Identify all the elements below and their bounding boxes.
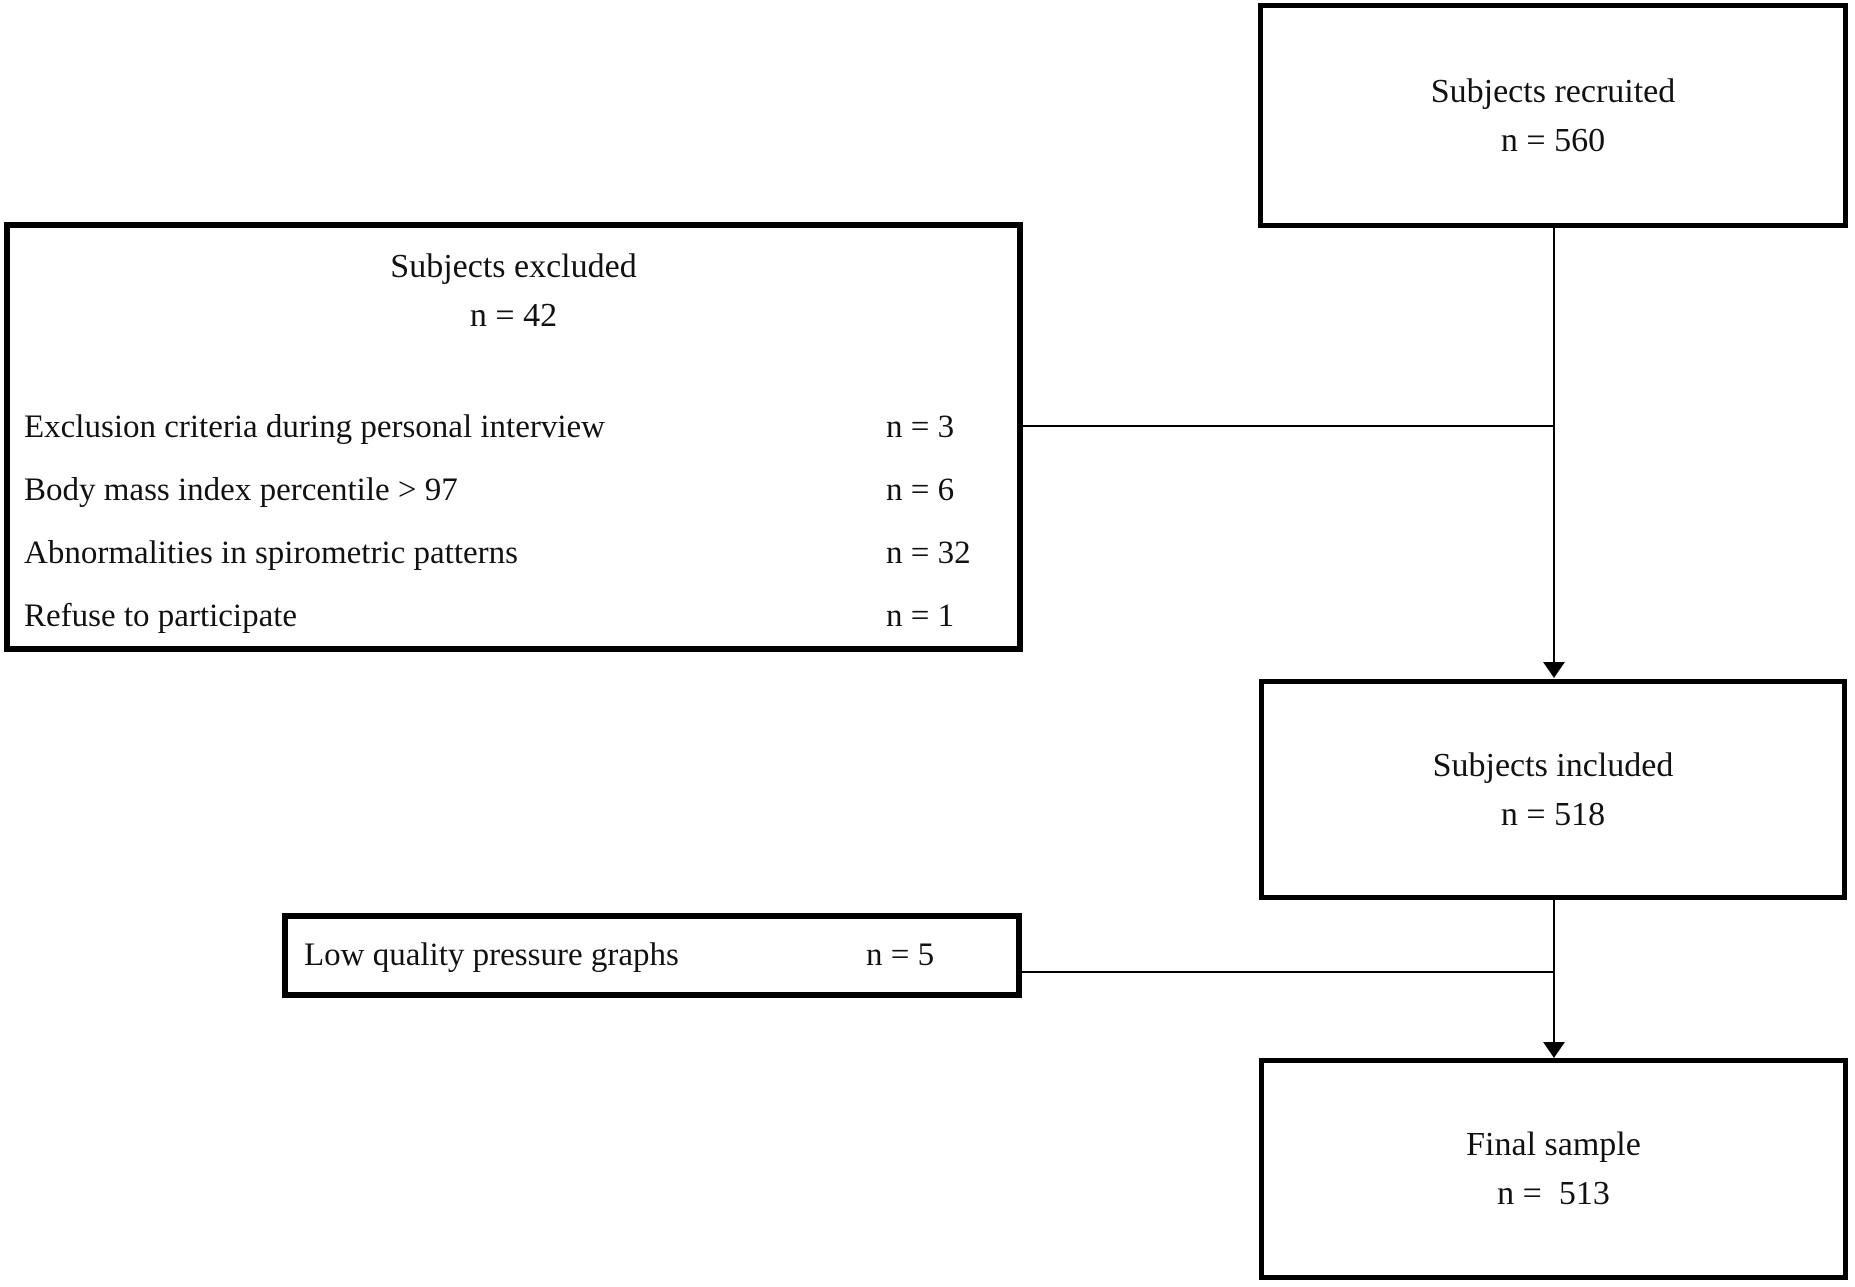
connector-low-quality-branch: [1022, 971, 1554, 973]
excluded-reason-row: Refuse to participate n = 1: [10, 585, 1017, 648]
excluded-reason-n-value: n = 3: [886, 409, 955, 445]
excluded-header: Subjects excluded n = 42: [10, 242, 1017, 340]
recruited-n-value: n = 560: [1500, 121, 1606, 159]
excluded-reason-label: Exclusion criteria during personal inter…: [24, 409, 605, 445]
connector-recruited-to-included: [1553, 228, 1555, 664]
excluded-reason-list: Exclusion criteria during personal inter…: [10, 396, 1017, 648]
excluded-n-value: n = 42: [469, 297, 558, 334]
final-sample-n-value: n = 513: [1497, 1175, 1610, 1212]
excluded-reason-label: Abnormalities in spirometric patterns: [24, 535, 518, 571]
excluded-reason-n-value: n = 1: [886, 598, 955, 634]
excluded-reason-n-value: n = 32: [886, 535, 971, 571]
recruited-box: Subjects recruited n = 560: [1258, 3, 1848, 228]
low-quality-n-value: n = 5: [866, 937, 935, 973]
excluded-reason-label: Refuse to participate: [24, 598, 298, 634]
excluded-reason-row: Abnormalities in spirometric patterns n …: [10, 522, 1017, 585]
final-sample-box: Final sample n = 513: [1259, 1058, 1848, 1280]
excluded-reason-row: Body mass index percentile > 97 n = 6: [10, 459, 1017, 522]
arrow-down-included-icon: [1543, 662, 1565, 678]
excluded-reason-label: Body mass index percentile > 97: [24, 472, 458, 508]
recruited-title: Subjects recruited: [1430, 72, 1676, 110]
final-sample-title: Final sample: [1466, 1126, 1641, 1163]
low-quality-row: Low quality pressure graphs n = 5: [288, 919, 1016, 992]
included-n-value: n = 518: [1500, 795, 1606, 833]
connector-included-to-final: [1553, 900, 1555, 1043]
excluded-box: Subjects excluded n = 42 Exclusion crite…: [4, 222, 1023, 652]
excluded-reason-n-value: n = 6: [886, 472, 955, 508]
connector-excluded-branch: [1023, 425, 1554, 427]
low-quality-box: Low quality pressure graphs n = 5: [282, 913, 1022, 998]
low-quality-label: Low quality pressure graphs: [304, 937, 679, 973]
excluded-reason-row: Exclusion criteria during personal inter…: [10, 396, 1017, 459]
included-box: Subjects included n = 518: [1259, 679, 1847, 900]
included-title: Subjects included: [1432, 746, 1674, 784]
excluded-title: Subjects excluded: [390, 248, 637, 285]
arrow-down-final-icon: [1543, 1042, 1565, 1058]
